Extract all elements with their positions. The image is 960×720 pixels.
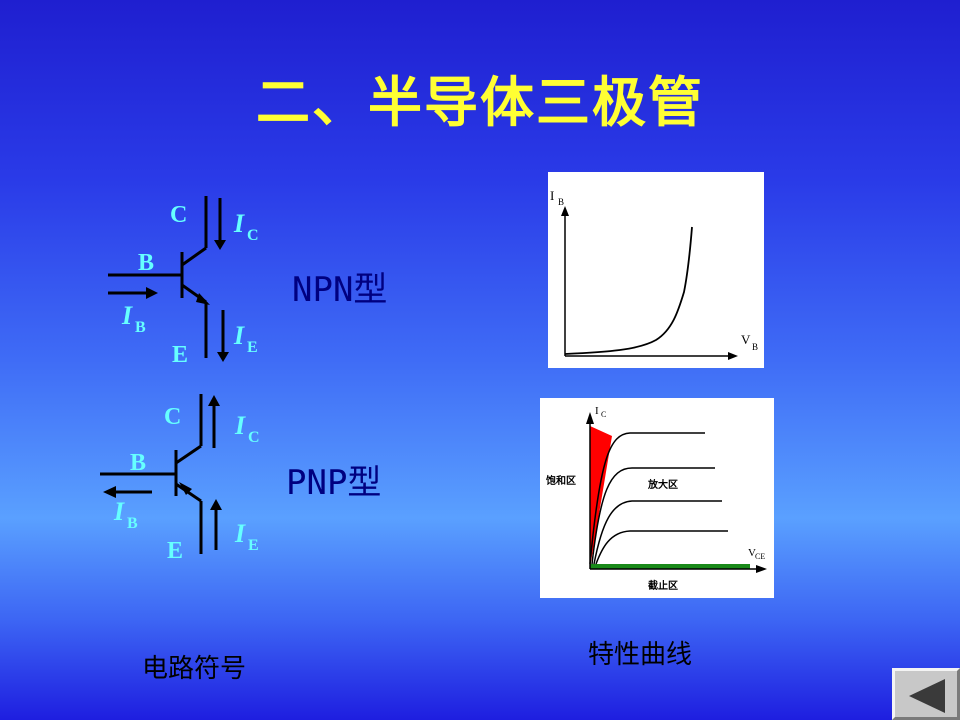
npn-ib-sub: B	[135, 319, 146, 336]
saturation-region-fill	[590, 426, 612, 568]
npn-collector-diag	[181, 246, 207, 267]
back-triangle-icon	[909, 679, 945, 713]
npn-type-label: NPN型	[292, 270, 388, 310]
npn-ic-label: I	[233, 209, 245, 238]
output-y-arrow	[586, 412, 594, 424]
pnp-c-label: C	[164, 404, 181, 430]
npn-ie-sub: E	[247, 339, 258, 356]
pnp-ic-arrow-head	[208, 395, 220, 406]
pnp-emitter-arrow	[179, 482, 192, 495]
output-x-sub: CE	[755, 552, 765, 561]
input-x-sub: B	[752, 342, 758, 352]
input-y-sub: B	[558, 197, 564, 207]
cutoff-region-fill	[590, 564, 750, 569]
back-button[interactable]	[892, 668, 960, 720]
output-curve-4	[595, 530, 728, 565]
active-region-label: 放大区	[647, 478, 678, 491]
npn-e-label: E	[172, 342, 188, 368]
input-y-arrow	[561, 206, 569, 216]
output-y-label: I	[595, 405, 599, 417]
npn-emitter-arrow	[196, 293, 210, 305]
input-x-arrow	[728, 352, 738, 360]
output-x-arrow	[756, 565, 767, 573]
npn-ib-label: I	[121, 301, 133, 330]
npn-c-label: C	[170, 202, 187, 228]
npn-ic-sub: C	[247, 227, 259, 244]
output-curve-3	[593, 500, 722, 565]
pnp-ib-sub: B	[127, 515, 138, 532]
pnp-ib-label: I	[113, 497, 125, 526]
input-curve-line	[564, 226, 693, 355]
npn-b-label: B	[138, 250, 154, 276]
pnp-ib-arrow-head	[103, 486, 116, 498]
output-y-sub: C	[601, 410, 606, 419]
characteristic-curve-caption: 特性曲线	[588, 640, 693, 670]
pnp-collector-diag	[175, 444, 202, 465]
output-x-label: V	[748, 547, 756, 559]
saturation-region-label: 饱和区	[546, 474, 576, 487]
npn-ie-arrow-head	[217, 352, 229, 362]
output-curve-1	[589, 432, 705, 565]
pnp-b-label: B	[130, 450, 146, 476]
npn-ic-arrow-head	[214, 240, 226, 250]
circuit-symbol-caption: 电路符号	[142, 654, 247, 684]
page-title: 二、半导体三极管	[256, 71, 704, 134]
pnp-ic-label: I	[234, 411, 246, 440]
input-x-label: V	[741, 332, 751, 347]
pnp-type-label: PNP型	[286, 463, 382, 503]
pnp-ie-label: I	[234, 519, 246, 548]
input-y-label: I	[550, 188, 554, 203]
pnp-ic-sub: C	[248, 429, 260, 446]
pnp-e-label: E	[167, 538, 183, 564]
pnp-ie-arrow-head	[210, 499, 222, 510]
input-curve-graph: I B V B	[548, 172, 764, 368]
cutoff-region-label: 截止区	[648, 579, 678, 592]
output-curve-graph: I C V CE 饱和区 放大区 截止区	[540, 398, 774, 598]
output-curve-2	[591, 467, 715, 565]
pnp-ie-sub: E	[248, 537, 259, 554]
npn-ie-label: I	[233, 321, 245, 350]
npn-ib-arrow-head	[146, 287, 158, 299]
